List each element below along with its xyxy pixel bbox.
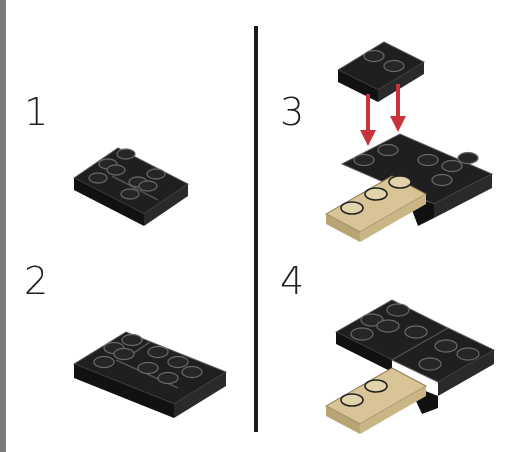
step-4-number: 4 [280,262,304,300]
column-divider [254,26,258,432]
step-2-number: 2 [24,262,48,300]
step-1-number: 1 [24,93,48,131]
step-3-illustration [322,26,502,246]
step-3-number: 3 [280,93,304,131]
page-left-border [0,0,6,452]
step-2-illustration [66,312,236,427]
step-4-illustration [322,288,502,436]
step-1-illustration [68,126,198,236]
